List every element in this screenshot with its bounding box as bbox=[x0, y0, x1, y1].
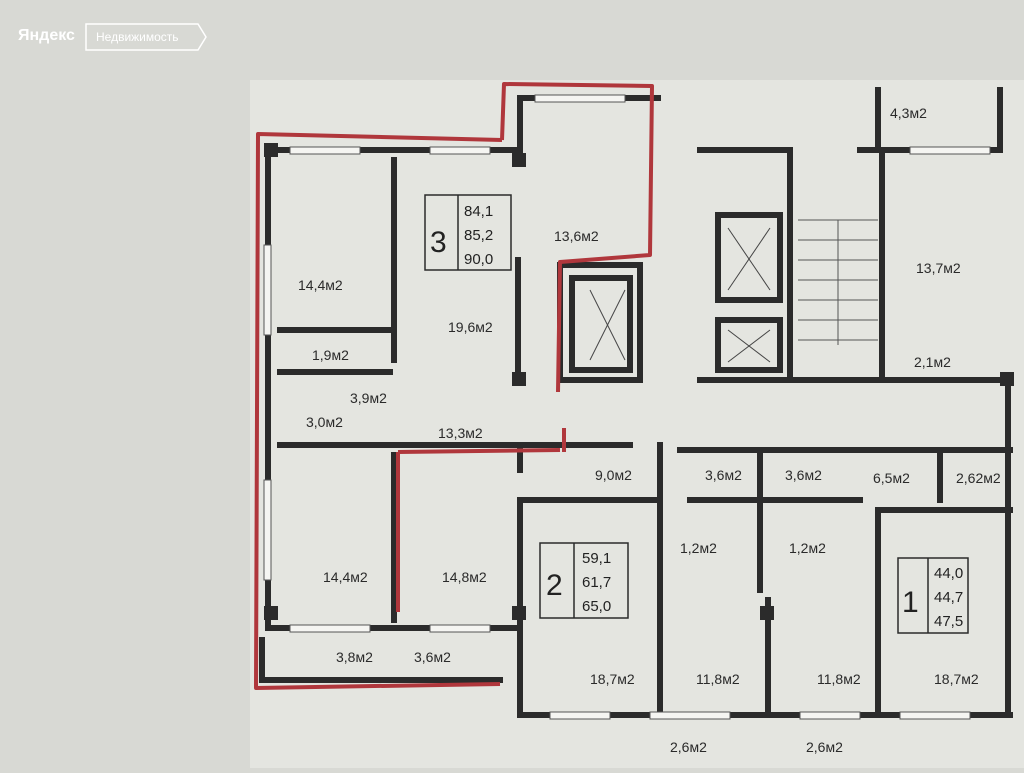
apartment-3-area-3: 90,0 bbox=[464, 251, 493, 268]
columns bbox=[264, 143, 1014, 620]
windows bbox=[263, 94, 991, 720]
apartment-3-number: 3 bbox=[430, 226, 447, 259]
apartment-3-red-outline bbox=[254, 82, 654, 690]
watermark-service: Недвижимость bbox=[96, 30, 179, 44]
watermark-brand: Яндекс bbox=[18, 27, 75, 44]
room-label: 4,3м2 bbox=[890, 105, 927, 121]
room-label: 14,4м2 bbox=[298, 277, 343, 293]
room-label: 3,6м2 bbox=[705, 467, 742, 483]
apartment-3-badge: 3 84,1 85,2 90,0 bbox=[424, 194, 512, 271]
watermark-frame bbox=[85, 23, 207, 51]
room-label: 11,8м2 bbox=[817, 671, 861, 687]
room-labels: 14,4м2 19,6м2 13,6м2 1,9м2 3,9м2 3,0м2 1… bbox=[298, 105, 1001, 755]
room-label: 13,3м2 bbox=[438, 425, 483, 441]
room-label: 19,6м2 bbox=[448, 319, 493, 335]
apartment-2-area-1: 59,1 bbox=[582, 550, 611, 567]
elevator-shafts bbox=[589, 227, 771, 363]
apartment-3-area-2: 85,2 bbox=[464, 227, 493, 244]
apartment-1-area-2: 44,7 bbox=[934, 589, 963, 606]
room-label: 3,0м2 bbox=[306, 414, 343, 430]
apartment-1-area-3: 47,5 bbox=[934, 613, 963, 630]
apartment-1-area-1: 44,0 bbox=[934, 565, 963, 582]
room-label: 14,8м2 bbox=[442, 569, 487, 585]
room-label: 6,5м2 bbox=[873, 470, 910, 486]
room-label: 1,2м2 bbox=[789, 540, 826, 556]
apartment-3-area-1: 84,1 bbox=[464, 203, 493, 220]
apartment-2-area-2: 61,7 bbox=[582, 574, 611, 591]
room-label: 18,7м2 bbox=[934, 671, 979, 687]
room-label: 1,2м2 bbox=[680, 540, 717, 556]
room-label: 3,9м2 bbox=[350, 390, 387, 406]
walls bbox=[259, 87, 1013, 718]
room-label: 11,8м2 bbox=[696, 671, 740, 687]
yandex-realty-watermark: Яндекс Недвижимость bbox=[18, 23, 207, 51]
apartment-2-badge: 2 59,1 61,7 65,0 bbox=[539, 542, 629, 619]
room-label: 3,6м2 bbox=[414, 649, 451, 665]
staircase bbox=[798, 219, 878, 345]
room-label: 2,62м2 bbox=[956, 470, 1001, 486]
apartment-2-area-3: 65,0 bbox=[582, 598, 611, 615]
room-label: 2,6м2 bbox=[806, 739, 843, 755]
room-label: 3,8м2 bbox=[336, 649, 373, 665]
room-label: 2,6м2 bbox=[670, 739, 707, 755]
room-label: 18,7м2 bbox=[590, 671, 635, 687]
room-label: 13,7м2 bbox=[916, 260, 961, 276]
room-label: 14,4м2 bbox=[323, 569, 368, 585]
room-label: 13,6м2 bbox=[554, 228, 599, 244]
room-label: 2,1м2 bbox=[914, 354, 951, 370]
room-label: 9,0м2 bbox=[595, 467, 632, 483]
apartment-2-number: 2 bbox=[546, 569, 563, 602]
plan-sheet bbox=[250, 80, 1024, 768]
room-label: 3,6м2 bbox=[785, 467, 822, 483]
apartment-1-badge: 1 44,0 44,7 47,5 bbox=[897, 557, 969, 634]
room-label: 1,9м2 bbox=[312, 347, 349, 363]
apartment-1-number: 1 bbox=[902, 586, 919, 619]
